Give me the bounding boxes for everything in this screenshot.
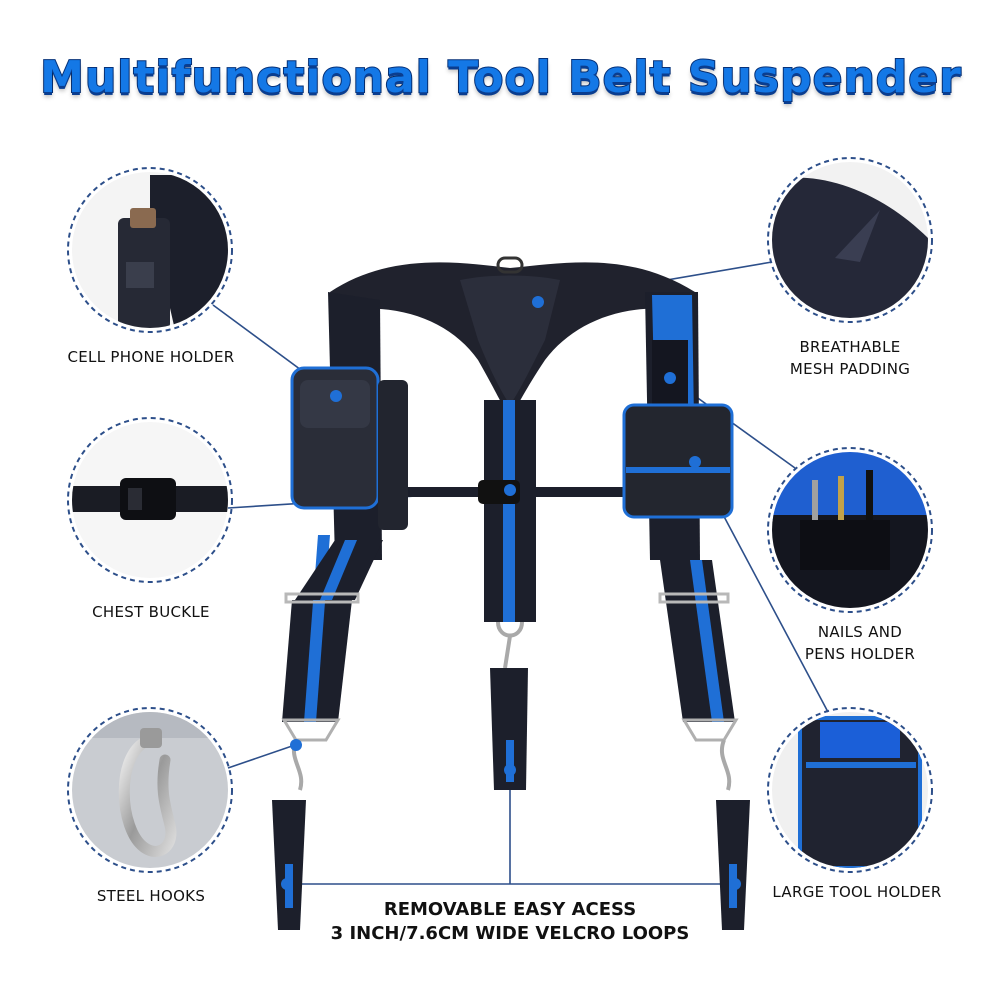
label-cell-phone-holder: CELL PHONE HOLDER	[67, 348, 235, 366]
detail-circle-cell-phone	[67, 167, 233, 333]
detail-circle-pens-holder	[767, 447, 933, 613]
label-steel-hooks: STEEL HOOKS	[96, 887, 206, 905]
detail-circle-steel-hooks	[67, 707, 233, 873]
label-breathable-line2: MESH PADDING	[789, 360, 911, 378]
label-velcro-loops: REMOVABLE EASY ACESS 3 INCH/7.6CM WIDE V…	[300, 898, 720, 946]
label-nails-line2: PENS HOLDER	[804, 645, 916, 663]
page-title: Multifunctional Tool Belt Suspender	[39, 51, 962, 104]
label-velcro-line1: REMOVABLE EASY ACESS	[383, 899, 637, 920]
label-nails-pens-holder: NAILS AND PENS HOLDER	[780, 621, 940, 665]
detail-circle-chest-buckle	[67, 417, 233, 583]
detail-circle-mesh-padding	[767, 157, 933, 323]
label-large-tool-holder: LARGE TOOL HOLDER	[772, 883, 942, 901]
label-chest-buckle: CHEST BUCKLE	[92, 603, 210, 621]
suspender-product	[272, 256, 750, 930]
detail-circle-large-tool-holder	[767, 707, 933, 873]
label-breathable-line1: BREATHABLE	[799, 338, 901, 356]
indicator-dots	[281, 296, 741, 890]
label-breathable-mesh: BREATHABLE MESH PADDING	[755, 336, 945, 380]
label-velcro-line2: 3 INCH/7.6CM WIDE VELCRO LOOPS	[330, 923, 690, 944]
label-nails-line1: NAILS AND	[817, 623, 903, 641]
